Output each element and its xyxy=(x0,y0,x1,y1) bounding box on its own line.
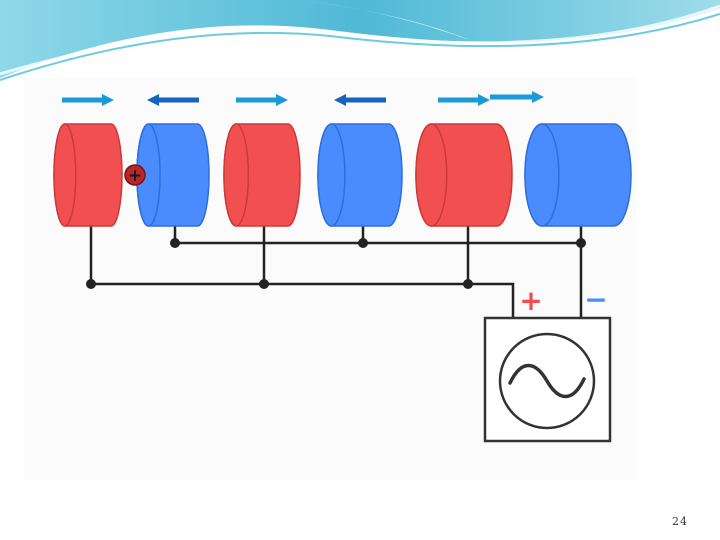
drift-tube-face xyxy=(415,123,448,227)
drift-tubes xyxy=(53,123,632,227)
junction-dot xyxy=(463,279,473,289)
junction-dot xyxy=(86,279,96,289)
arrow-right-icon xyxy=(236,94,288,106)
drift-tube-positive xyxy=(53,123,123,227)
direction-arrows xyxy=(62,91,544,106)
drift-tube-negative xyxy=(317,123,403,227)
arrow-left-icon xyxy=(147,94,199,106)
drift-tube-negative xyxy=(136,123,210,227)
junctions xyxy=(86,238,586,289)
negative-bus-wire xyxy=(173,222,583,318)
drift-tube-negative xyxy=(524,123,632,227)
junction-dot xyxy=(576,238,586,248)
drift-tube-face xyxy=(53,123,77,227)
ac-voltage-source: + − xyxy=(483,283,612,443)
page-number: 24 xyxy=(672,515,688,528)
particle-sign: + xyxy=(128,166,142,186)
positive-particle: + xyxy=(124,164,146,186)
header-wave-decoration xyxy=(0,0,720,81)
positive-terminal-label: + xyxy=(519,284,542,317)
drift-tube-face xyxy=(524,123,560,227)
junction-dot xyxy=(259,279,269,289)
arrow-left-icon xyxy=(334,94,386,106)
drift-tube-face xyxy=(223,123,250,227)
arrow-right-icon xyxy=(490,91,544,103)
drift-tube-face xyxy=(317,123,346,227)
junction-dot xyxy=(358,238,368,248)
wiring xyxy=(89,222,583,318)
ac-sine-icon xyxy=(508,363,586,399)
positive-bus-wire xyxy=(89,224,515,318)
junction-dot xyxy=(170,238,180,248)
arrow-right-icon xyxy=(62,94,114,106)
negative-terminal-label: − xyxy=(584,283,607,316)
drift-tube-positive xyxy=(223,123,301,227)
drift-tube-positive xyxy=(415,123,513,227)
arrow-right-icon xyxy=(438,94,490,106)
